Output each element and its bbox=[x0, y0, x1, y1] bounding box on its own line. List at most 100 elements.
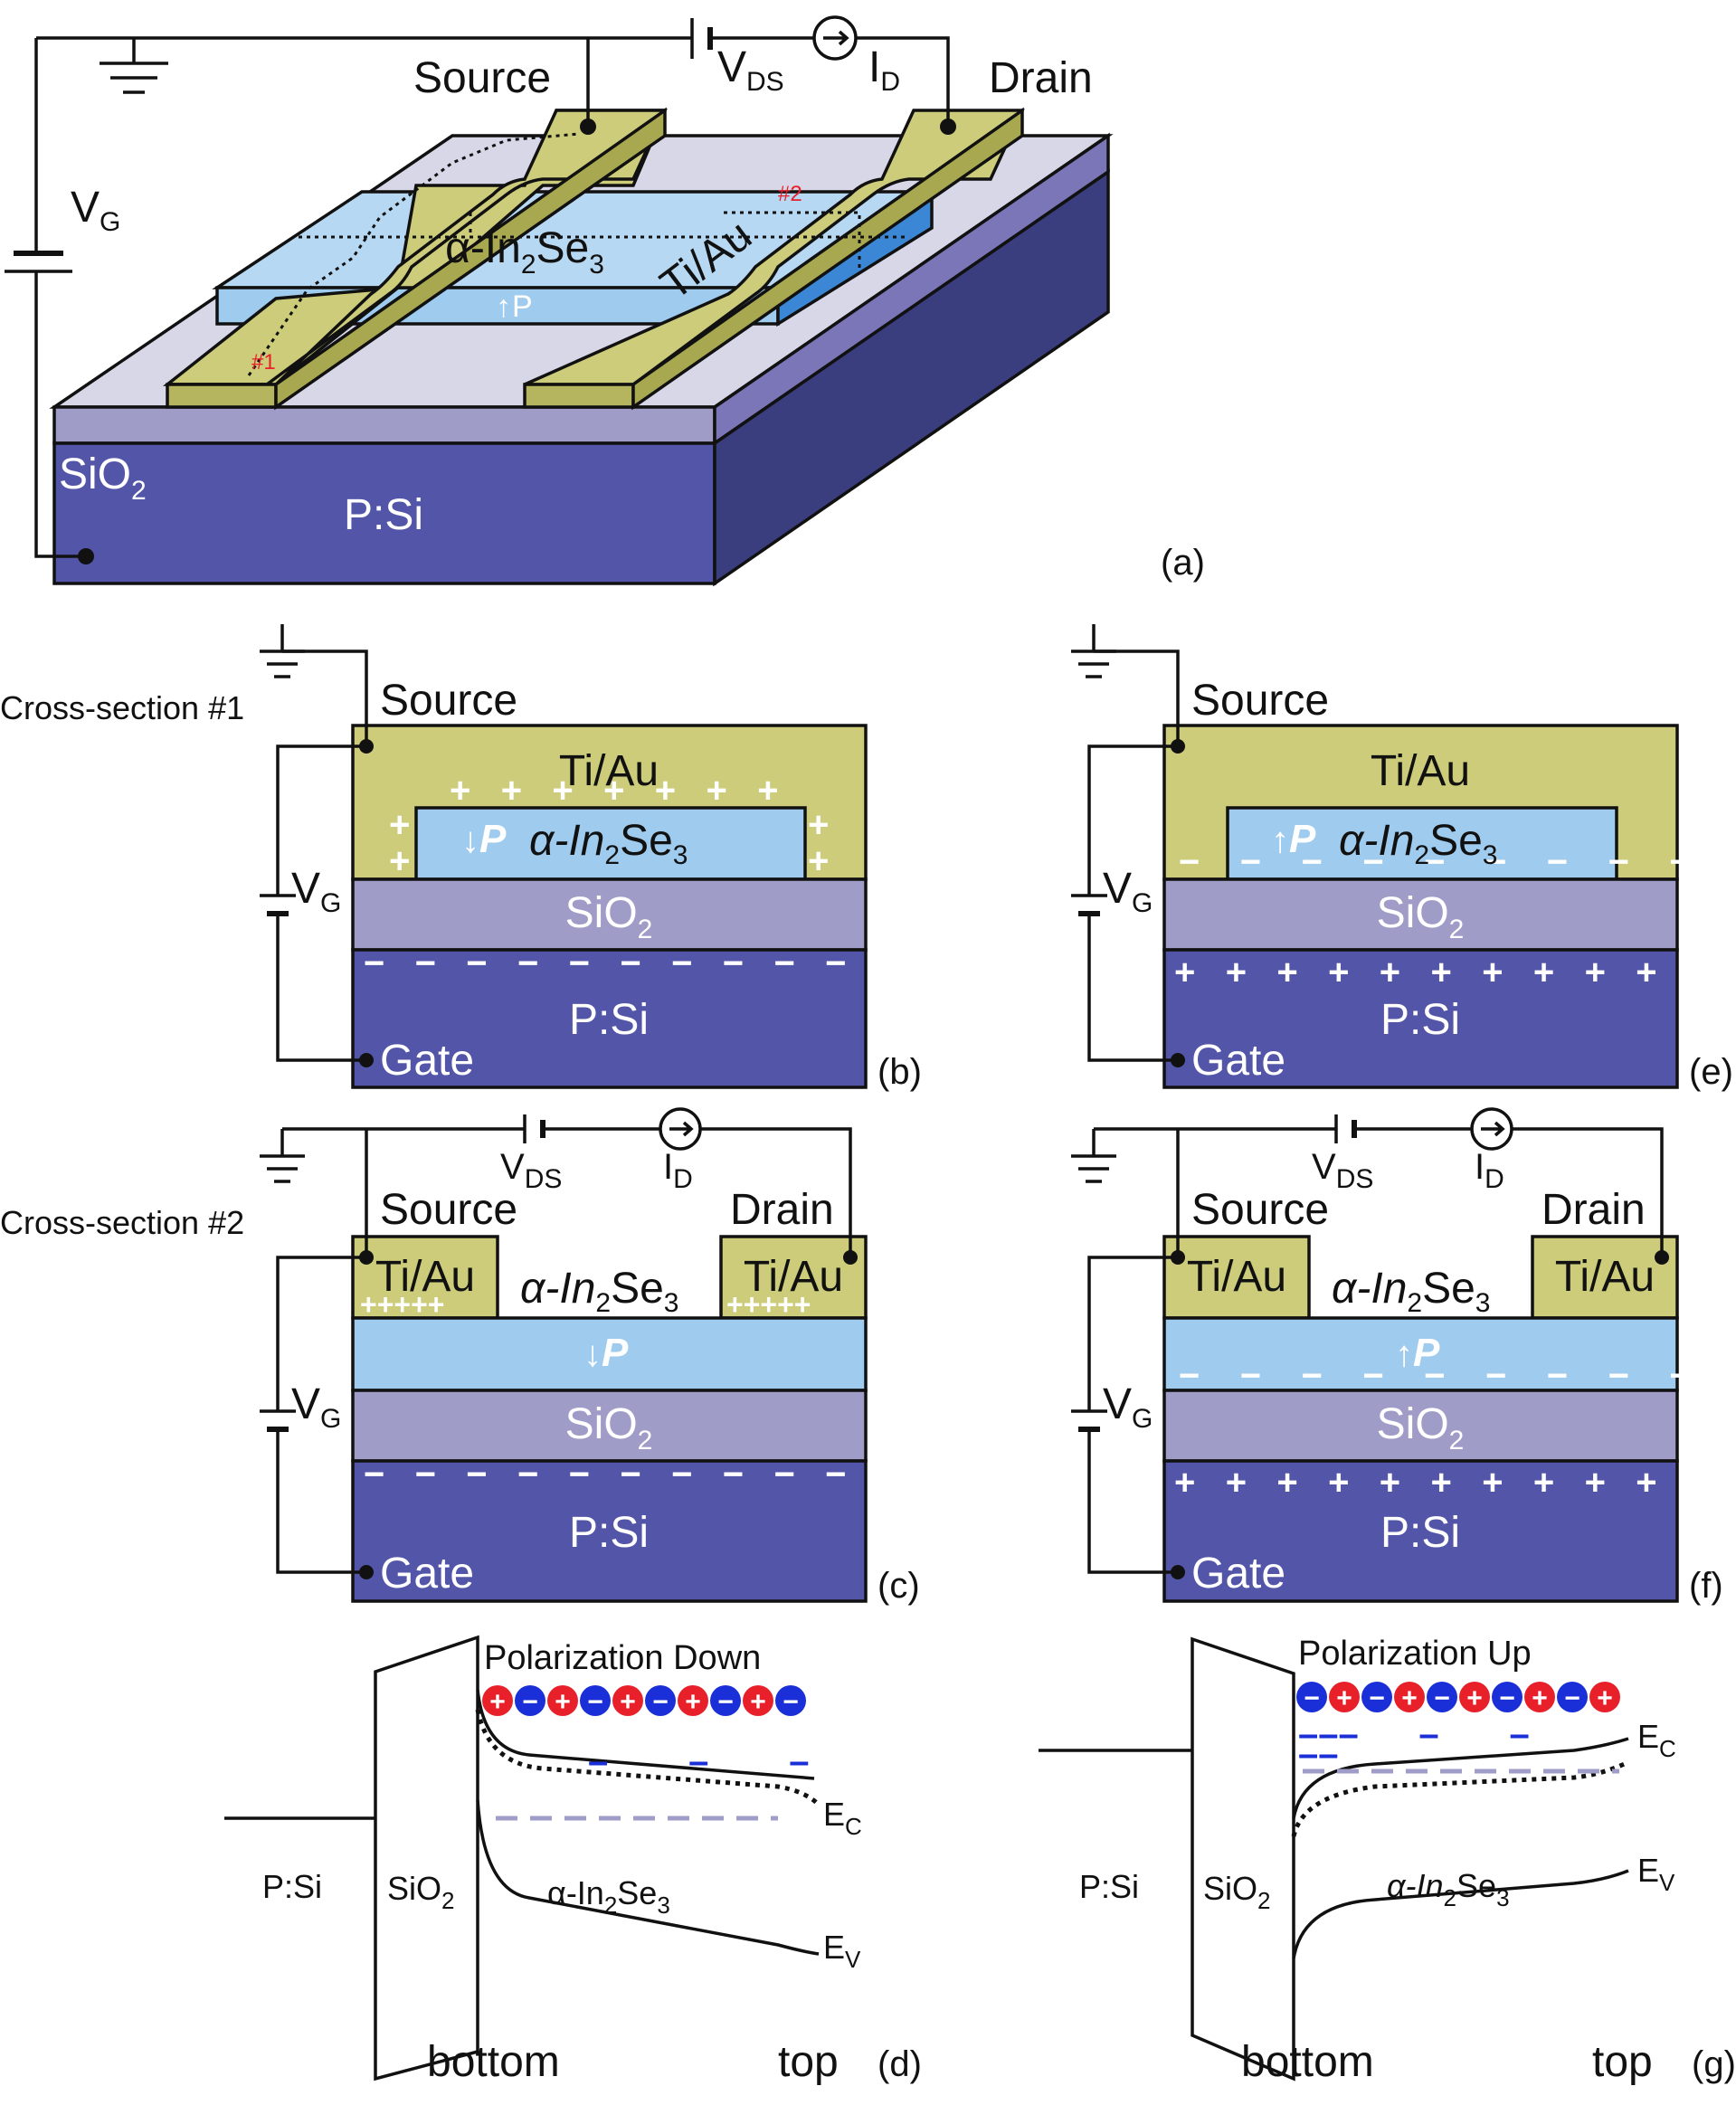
negative-charge bbox=[1557, 1682, 1588, 1712]
vg-label: VG bbox=[1103, 865, 1153, 918]
charge-sign: − bbox=[652, 1687, 669, 1717]
source-contact-dot bbox=[1171, 1250, 1185, 1265]
drain-contact-dot bbox=[843, 1250, 858, 1265]
charge-sign: − bbox=[587, 1687, 603, 1717]
vds-battery-icon bbox=[1334, 1114, 1357, 1143]
conduction-band bbox=[476, 1689, 815, 1780]
substrate-label: P:Si bbox=[569, 1509, 649, 1557]
drain-electrode-side bbox=[631, 107, 1024, 411]
gate-contact-dot bbox=[359, 1053, 374, 1067]
ground-icon bbox=[260, 1129, 305, 1183]
fermi-level bbox=[1291, 1759, 1630, 1837]
charge-sign: − bbox=[522, 1687, 538, 1717]
negative-charge bbox=[1361, 1682, 1392, 1712]
left-label: P:Si bbox=[1079, 1868, 1139, 1905]
flake-label: α-In2Se3 bbox=[445, 224, 604, 280]
top-label: top bbox=[778, 2038, 839, 2086]
panel-b: Cross-section #1 Ti/Au + + + + + + + + +… bbox=[0, 624, 922, 1092]
ec-label: EC bbox=[1637, 1718, 1676, 1762]
vg-label-3d: VG bbox=[71, 184, 120, 237]
panel-label-a: (a) bbox=[1161, 543, 1205, 583]
oxide-front bbox=[52, 405, 716, 445]
charge-sign: − bbox=[1564, 1683, 1580, 1713]
vds-label: VDS bbox=[1312, 1147, 1373, 1194]
drain-contact-dot bbox=[1655, 1250, 1669, 1265]
film-label: α-In2Se3 bbox=[520, 1265, 678, 1318]
vg-label: VG bbox=[1103, 1380, 1153, 1434]
polarization-label: P bbox=[1413, 1331, 1440, 1375]
vg-battery-icon bbox=[5, 251, 72, 273]
positive-charge bbox=[1524, 1682, 1555, 1712]
film-label: α-In2Se3 bbox=[529, 817, 688, 870]
circuit-wire-gate bbox=[34, 38, 86, 558]
charge-sign: − bbox=[717, 1687, 734, 1717]
negative-charge bbox=[645, 1685, 676, 1716]
polarization-label-3d-text: P bbox=[512, 289, 533, 324]
charge-sign: + bbox=[750, 1687, 766, 1717]
positive-charge bbox=[547, 1685, 578, 1716]
valence-band bbox=[1292, 1869, 1629, 1959]
drain-electrode-front bbox=[523, 383, 635, 409]
positive-charges-source: +++++ bbox=[360, 1288, 444, 1321]
panel-label-c: (c) bbox=[877, 1566, 920, 1606]
panel-d: Polarization Down +−+−+−+−+− – – – P:Si … bbox=[224, 1635, 922, 2086]
charge-sign: + bbox=[489, 1687, 506, 1717]
charge-sign: + bbox=[1532, 1683, 1548, 1713]
positive-charges-drain: +++++ bbox=[726, 1288, 811, 1321]
film-layer bbox=[1226, 806, 1618, 881]
circuit-wire bbox=[1087, 1127, 1664, 1574]
cut2-label: #2 bbox=[778, 182, 802, 206]
bottom-label: bottom bbox=[1241, 2038, 1374, 2086]
vg-label: VG bbox=[291, 1380, 341, 1434]
silicon-layer bbox=[351, 948, 868, 1089]
source-electrode-side bbox=[274, 107, 667, 411]
vds-label-3d: VDS bbox=[717, 43, 784, 97]
negative-charge bbox=[1427, 1682, 1457, 1712]
left-label: P:Si bbox=[262, 1868, 322, 1905]
band-title: Polarization Up bbox=[1298, 1635, 1532, 1673]
positive-charge-right: + bbox=[808, 805, 829, 845]
surface-charges: +−+−+−+−+− bbox=[482, 1685, 806, 1717]
source-label: Source bbox=[1191, 677, 1329, 725]
circuit-wire bbox=[276, 1127, 852, 1574]
silicon-layer bbox=[351, 1459, 868, 1603]
ev-label: EV bbox=[1637, 1852, 1675, 1896]
positive-charge-left: + bbox=[389, 805, 410, 845]
trapped-electrons: – – – bbox=[588, 1741, 810, 1781]
vds-label: VDS bbox=[500, 1147, 562, 1194]
valence-band bbox=[476, 1799, 820, 1956]
oxide-layer bbox=[1162, 1389, 1679, 1463]
id-label-3d: ID bbox=[868, 43, 900, 97]
film-label: α-In2Se3 bbox=[1387, 1867, 1510, 1911]
panel-g: Polarization Up −+−+−+−+−+ ––– – – –– P:… bbox=[1039, 1635, 1736, 2086]
charge-sign: − bbox=[783, 1687, 799, 1717]
negative-charge bbox=[1296, 1682, 1327, 1712]
positive-charges: + + + + + + + + + + bbox=[1174, 953, 1657, 992]
charge-sign: + bbox=[1466, 1683, 1483, 1713]
cut1-label: #1 bbox=[251, 350, 276, 375]
charge-sign: − bbox=[1369, 1683, 1385, 1713]
polarization-label: P bbox=[1289, 817, 1316, 861]
substrate-label: P:Si bbox=[1380, 996, 1460, 1044]
gate-contact-dot bbox=[359, 1565, 374, 1579]
oxide-barrier bbox=[1191, 1636, 1295, 2081]
gate-label: Gate bbox=[380, 1037, 474, 1085]
circuit-wire-top bbox=[36, 36, 950, 127]
panel-e: Ti/Au − − − − − − − − − − − ↑ P α-In2Se3… bbox=[1071, 624, 1736, 1092]
charge-sign: + bbox=[1597, 1683, 1613, 1713]
charge-sign: + bbox=[685, 1687, 701, 1717]
oxide-label: SiO2 bbox=[1377, 889, 1465, 944]
source-contact-label: Ti/Au bbox=[375, 1253, 475, 1301]
substrate-label: P:Si bbox=[569, 996, 649, 1044]
substrate-label-3d: P:Si bbox=[344, 491, 423, 539]
gate-label: Gate bbox=[1191, 1037, 1285, 1085]
polarization-arrow: ↓ bbox=[461, 820, 479, 860]
silicon-side bbox=[713, 168, 1110, 587]
charge-sign: + bbox=[620, 1687, 636, 1717]
id-label: ID bbox=[663, 1147, 693, 1194]
negative-charge bbox=[515, 1685, 545, 1716]
ground-icon bbox=[100, 38, 168, 94]
bottom-label: bottom bbox=[427, 2038, 560, 2086]
drain-label-3d: Drain bbox=[989, 54, 1093, 102]
